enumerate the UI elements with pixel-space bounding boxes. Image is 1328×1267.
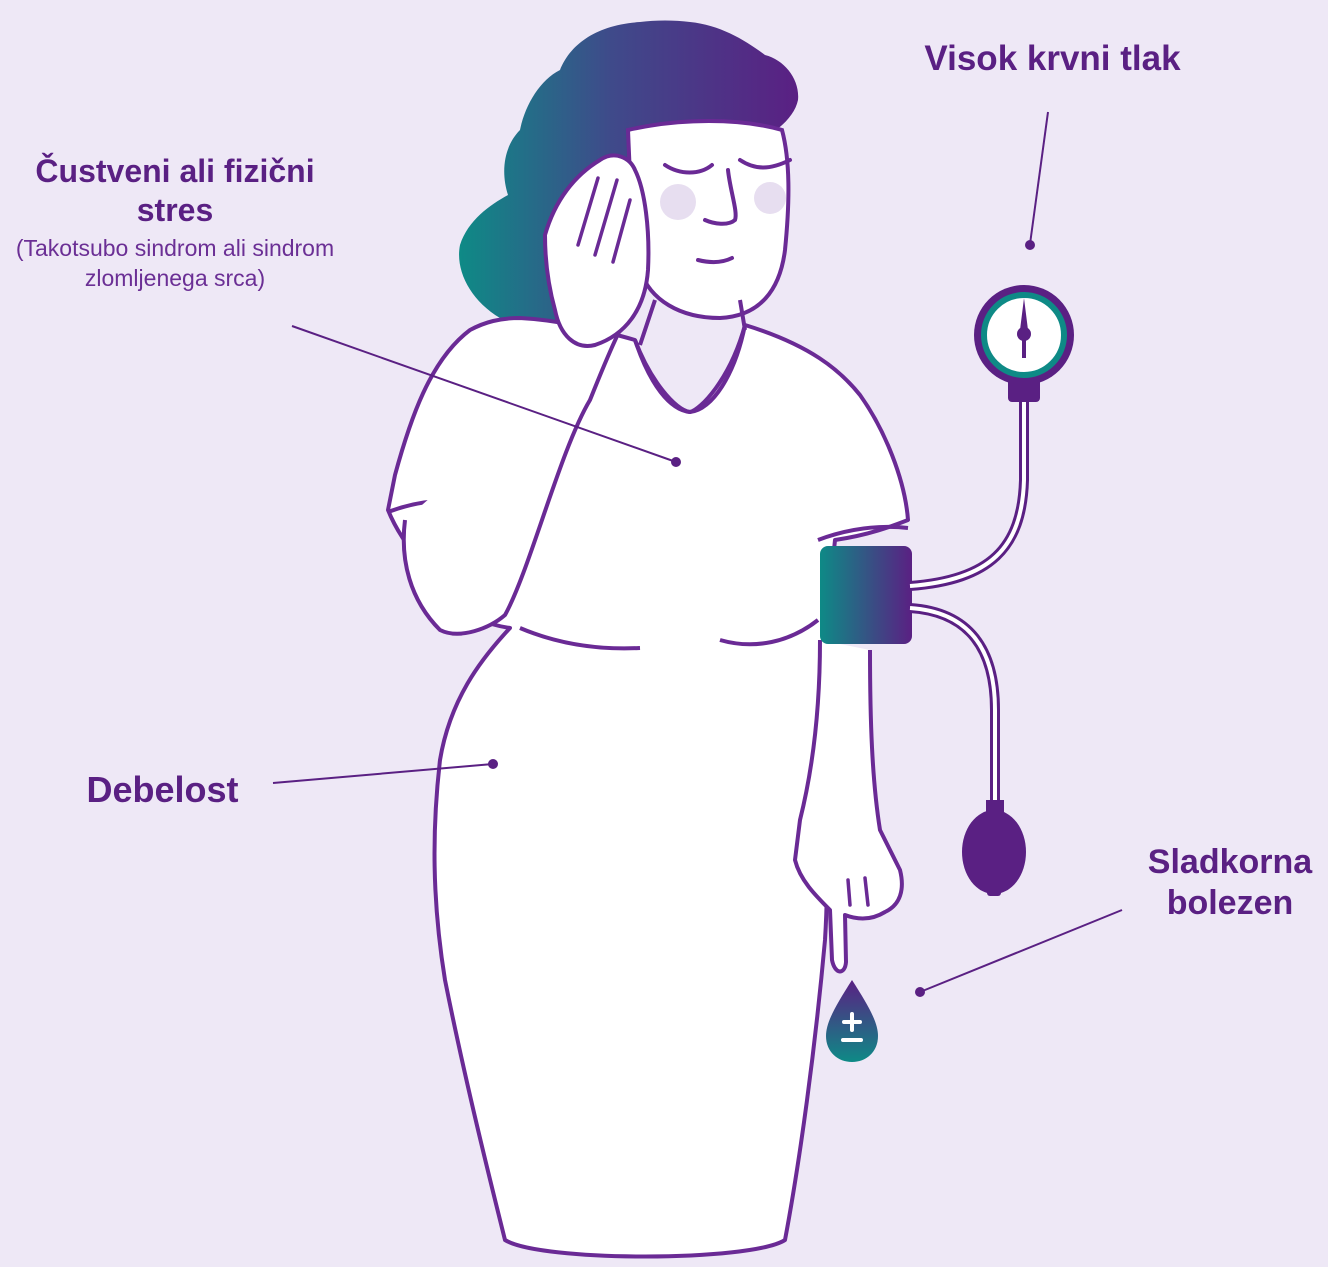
stress-pointer-dot (671, 457, 681, 467)
blood-pressure-label: Visok krvni tlak (880, 38, 1225, 81)
stress-sublabel: (Takotsubo sindrom ali sindrom zlomljene… (0, 234, 350, 294)
cheek (754, 182, 786, 214)
bp-pointer-dot (1025, 240, 1035, 250)
bulb-tube-inner (910, 608, 995, 806)
blood-drop-plus-minus-icon (826, 980, 878, 1062)
diabetes-pointer-dot (915, 987, 925, 997)
stress-label: Čustveni ali fizični stres (0, 152, 350, 230)
bp-pointer-line (1030, 112, 1048, 244)
diabetes-pointer-line (920, 910, 1122, 992)
gauge-tube (910, 400, 1024, 586)
blood-pressure-cuff-icon (820, 546, 912, 644)
diabetes-label: Sladkorna bolezen (1118, 842, 1328, 925)
gauge-tube-inner (910, 400, 1024, 586)
cheek (660, 184, 696, 220)
inflation-bulb-icon (962, 800, 1026, 896)
obesity-pointer-dot (488, 759, 498, 769)
obesity-label: Debelost (40, 768, 285, 812)
bulb-tube (910, 608, 995, 806)
blood-pressure-gauge-icon (974, 285, 1074, 402)
